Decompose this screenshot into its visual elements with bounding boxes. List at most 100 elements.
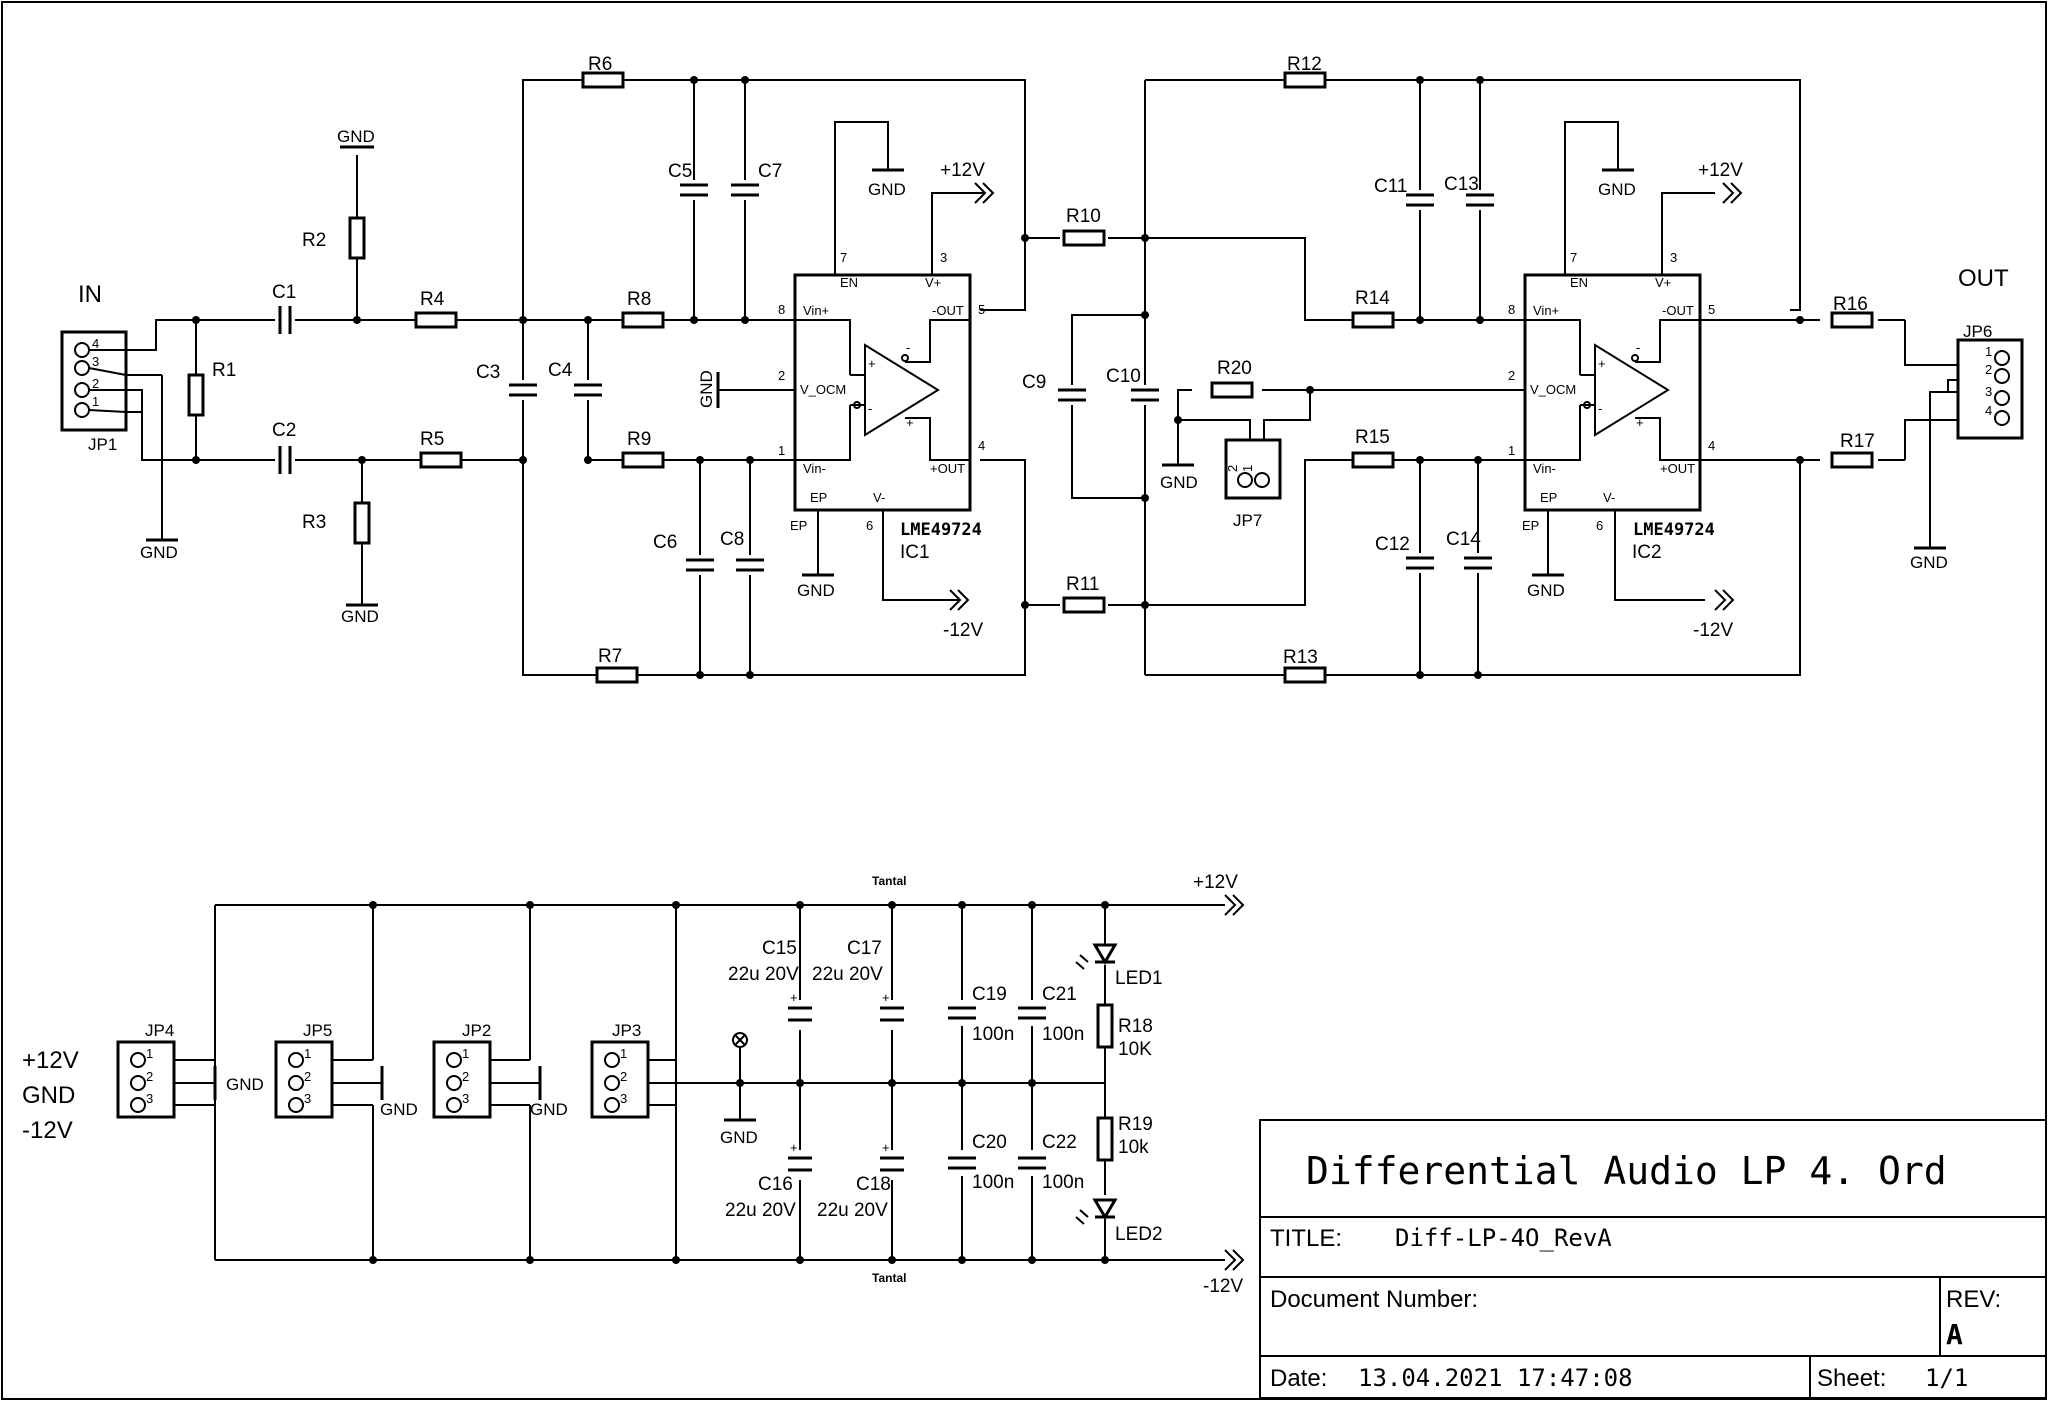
ic2-pinnum-2: 2 [1508, 368, 1515, 383]
jp3-pin1: 1 [620, 1046, 627, 1061]
jp3-pin3: 3 [620, 1091, 627, 1106]
c16-polarity: + [790, 1140, 798, 1155]
ic1-ep-label: EP [790, 518, 807, 533]
ic2-minus-sign: - [1598, 401, 1602, 416]
value-c22: 100n [1042, 1172, 1084, 1193]
tb-title-value: Diff-LP-4O_RevA [1395, 1224, 1612, 1252]
ic1-pin-outminus: -OUT [932, 303, 964, 318]
ic1-pin-en: EN [840, 275, 858, 290]
label-c7: C7 [758, 161, 782, 182]
label-c19: C19 [972, 984, 1007, 1005]
jp1-pin4: 4 [92, 336, 99, 351]
ic2-pin-vplus: V+ [1655, 275, 1671, 290]
value-c19: 100n [972, 1024, 1014, 1045]
jp3-ref: JP3 [612, 1021, 641, 1040]
ic2-pin-outplus: +OUT [1660, 461, 1695, 476]
r8 [621, 311, 665, 329]
ic2-pinnum-3: 3 [1670, 250, 1677, 265]
r9 [621, 451, 665, 469]
ic1-part: LME49724 [900, 520, 982, 540]
value-c21: 100n [1042, 1024, 1084, 1045]
label-r15: R15 [1355, 427, 1390, 448]
ic2-pin-en: EN [1570, 275, 1588, 290]
gnd-label-vocm1: GND [697, 370, 716, 408]
tb-title: Differential Audio LP 4. Ord [1306, 1149, 1947, 1193]
supply-input-gnd: GND [22, 1082, 75, 1109]
gnd-label-jp4: GND [226, 1075, 264, 1094]
ic2-pin-vinminus: Vin- [1533, 461, 1556, 476]
gnd-label-jp1: GND [140, 543, 178, 562]
label-c12: C12 [1375, 534, 1410, 555]
label-c22: C22 [1042, 1132, 1077, 1153]
label-c15: C15 [762, 938, 797, 959]
gnd-symbols-top: GND GND GND GND GND GND GND GND GND GND [140, 127, 1948, 626]
ic2-pinnum-7: 7 [1570, 250, 1577, 265]
supply-leds [1075, 943, 1118, 1225]
label-c9: C9 [1022, 372, 1046, 393]
r4 [414, 311, 458, 329]
tantal-top: Tantal [872, 874, 906, 888]
ic2-pinnum-5: 5 [1708, 302, 1715, 317]
supply-input-m12: -12V [22, 1117, 73, 1144]
net-p12-supply: +12V [1193, 872, 1238, 893]
tb-doc-number: Document Number: [1270, 1286, 1478, 1313]
jp5: 1 2 3 JP5 [274, 1021, 334, 1119]
label-r14: R14 [1355, 288, 1390, 309]
gnd-label-jp2: GND [530, 1100, 568, 1119]
gnd-label-jp6: GND [1910, 553, 1948, 572]
ic2-out-minus-sign: - [1636, 340, 1640, 355]
supply-input-p12: +12V [22, 1047, 79, 1074]
jp7-ref: JP7 [1233, 511, 1262, 530]
r14 [1351, 311, 1395, 329]
label-r6: R6 [588, 54, 612, 75]
jp1-pin3: 3 [92, 354, 99, 369]
r20 [1210, 381, 1254, 399]
r12 [1283, 71, 1327, 89]
label-r8: R8 [627, 289, 651, 310]
label-c5: C5 [668, 161, 692, 182]
jp4-pin3: 3 [146, 1091, 153, 1106]
in-label: IN [78, 281, 102, 308]
c15-polarity: + [790, 990, 798, 1005]
jp5-ref: JP5 [303, 1021, 332, 1040]
jp2-pin1: 1 [462, 1046, 469, 1061]
ic2-pin-vinplus: Vin+ [1533, 303, 1559, 318]
jp6-pin4: 4 [1985, 403, 1992, 418]
gnd-label-jp5: GND [380, 1100, 418, 1119]
supply-labels: Tantal Tantal +12V -12V C15 22u 20V C17 … [22, 872, 1243, 1297]
ic2-pinnum-8: 8 [1508, 302, 1515, 317]
label-c17: C17 [847, 938, 882, 959]
label-c3: C3 [476, 362, 500, 383]
label-c14: C14 [1446, 529, 1481, 550]
jp4-pin2: 2 [146, 1069, 153, 1084]
ic1-minus-sign: - [868, 401, 872, 416]
tb-date-value: 13.04.2021 17:47:08 [1358, 1364, 1633, 1392]
jp2-pin3: 3 [462, 1091, 469, 1106]
label-r13: R13 [1283, 647, 1318, 668]
r5 [419, 451, 463, 469]
tb-rev-key: REV: [1946, 1286, 2001, 1313]
ic1-pinnum-6: 6 [866, 518, 873, 533]
net-m12-supply: -12V [1203, 1276, 1243, 1297]
ic2-pin-outminus: -OUT [1662, 303, 1694, 318]
label-r11: R11 [1066, 574, 1099, 595]
gnd-label-ep2: GND [1527, 581, 1565, 600]
r7 [595, 666, 639, 684]
r16 [1830, 311, 1874, 329]
ic1-pinnum-5: 5 [978, 302, 985, 317]
r13 [1283, 666, 1327, 684]
label-c18: C18 [856, 1174, 891, 1195]
label-c20: C20 [972, 1132, 1007, 1153]
label-c16: C16 [758, 1174, 793, 1195]
gnd-label-supply: GND [720, 1128, 758, 1147]
jp3: 1 2 3 JP3 [590, 1021, 650, 1119]
ic1-pin-vplus: V+ [925, 275, 941, 290]
ic1-pin-outplus: +OUT [930, 461, 965, 476]
gnd-label-en1: GND [868, 180, 906, 199]
value-c16: 22u 20V [725, 1200, 796, 1221]
c18-polarity: + [882, 1140, 890, 1155]
net-m12-ic1: -12V [943, 620, 983, 641]
ic1: EN V+ Vin+ -OUT V_OCM Vin- +OUT EP V- + … [778, 250, 985, 563]
jp2-pin2: 2 [462, 1069, 469, 1084]
